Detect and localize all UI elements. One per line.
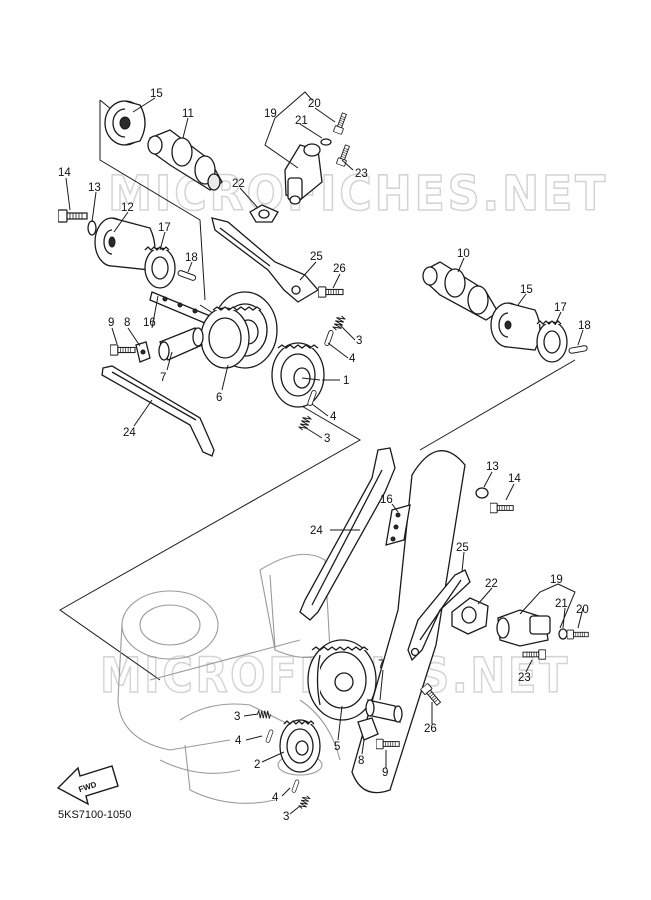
callout-16: 16	[380, 494, 393, 506]
bolt-14-upper	[58, 209, 88, 223]
bolt-14-lower	[490, 502, 514, 514]
spring-3-upper-b	[297, 413, 313, 433]
callout-6: 6	[216, 392, 222, 404]
callout-13: 13	[486, 461, 499, 473]
shaft-7-upper	[158, 327, 204, 361]
callout-24: 24	[310, 525, 323, 537]
callout-21: 21	[555, 598, 568, 610]
callout-4: 4	[349, 353, 356, 365]
pin-18-right	[567, 344, 589, 355]
callout-3: 3	[234, 711, 240, 723]
callout-17: 17	[554, 302, 567, 314]
callout-14: 14	[58, 167, 71, 179]
bolt-23-upper	[335, 143, 352, 167]
gasket-22-upper	[249, 204, 279, 223]
tensioner-19-lower	[496, 609, 551, 647]
callout-7: 7	[160, 372, 166, 384]
callout-26: 26	[333, 263, 346, 275]
callout-24: 24	[123, 427, 136, 439]
washer-21-lower	[558, 628, 568, 640]
callout-4: 4	[235, 735, 242, 747]
callout-18: 18	[185, 252, 198, 264]
callout-22: 22	[485, 578, 498, 590]
callout-18: 18	[578, 320, 591, 332]
callout-22: 22	[232, 178, 245, 190]
chain-guide-16-lower	[385, 504, 411, 546]
washer-13-upper	[87, 220, 97, 236]
forward-direction-arrow: FWD	[56, 765, 119, 806]
chain-guide-24-upper	[101, 365, 215, 457]
callout-10: 10	[457, 248, 470, 260]
gear-17-right	[536, 320, 568, 363]
camshaft-10	[422, 261, 499, 321]
idler-gear-6	[200, 291, 278, 369]
gear-1	[271, 342, 325, 408]
gear-2	[279, 719, 321, 773]
callout-3: 3	[356, 335, 362, 347]
callout-3: 3	[324, 433, 330, 445]
washer-13-lower	[475, 487, 489, 499]
callout-25: 25	[310, 251, 323, 263]
chain-guide-25-upper	[211, 217, 319, 303]
callout-3: 3	[283, 811, 289, 823]
callout-5: 5	[334, 741, 340, 753]
bolt-9-upper	[110, 344, 136, 356]
camshaft-11	[147, 129, 223, 191]
callout-2: 2	[254, 759, 260, 771]
pin-4-lower-b	[291, 779, 300, 794]
callout-20: 20	[308, 98, 321, 110]
callout-16: 16	[143, 317, 156, 329]
leader-lines	[65, 91, 584, 815]
crankcase-ghost	[117, 553, 341, 804]
callout-13: 13	[88, 182, 101, 194]
callout-23: 23	[355, 168, 368, 180]
callout-7: 7	[378, 659, 384, 671]
stopper-8-lower	[357, 717, 379, 741]
callout-11: 11	[182, 108, 194, 120]
pin-4-lower-a	[265, 729, 274, 744]
bolt-26-upper	[318, 286, 344, 298]
callout-17: 17	[158, 222, 171, 234]
callout-19: 19	[264, 108, 277, 120]
callout-15: 15	[520, 284, 533, 296]
chain-guide-25-lower	[407, 569, 471, 662]
callout-1: 1	[343, 375, 349, 387]
bolt-20-lower	[567, 629, 589, 640]
callout-4: 4	[330, 411, 337, 423]
pin-18-upper	[176, 269, 198, 282]
bolt-20-upper	[332, 111, 349, 135]
gasket-22-lower	[451, 597, 489, 635]
callout-12: 12	[121, 202, 134, 214]
callout-26: 26	[424, 723, 437, 735]
shaft-7-lower	[365, 699, 403, 723]
stopper-8-upper	[135, 341, 151, 363]
callout-8: 8	[124, 317, 130, 329]
roller-15-right	[490, 302, 541, 351]
callout-4: 4	[272, 792, 279, 804]
spring-3-lower-b	[298, 794, 311, 811]
callout-20: 20	[576, 604, 589, 616]
callout-25: 25	[456, 542, 469, 554]
callout-9: 9	[108, 317, 114, 329]
chain-guide-24-lower	[299, 447, 396, 621]
callout-14: 14	[508, 473, 521, 485]
roller-bearing-15-upper	[104, 100, 146, 146]
cam-chain-tensioner-19-upper	[284, 143, 323, 205]
callout-21: 21	[295, 115, 308, 127]
washer-21-upper	[320, 138, 332, 146]
gear-17-upper	[144, 246, 176, 289]
diagram-code: 5KS7100-1050	[58, 809, 131, 821]
callout-15: 15	[150, 88, 163, 100]
drive-gear-5	[307, 639, 377, 721]
callout-23: 23	[518, 672, 531, 684]
callout-numbers: 15 11 19 20 21 23 22 14 13 12 17 18 25 2…	[58, 88, 591, 823]
callout-8: 8	[358, 755, 364, 767]
callout-19: 19	[550, 574, 563, 586]
callout-9: 9	[382, 767, 388, 779]
guide-lines	[59, 99, 576, 681]
